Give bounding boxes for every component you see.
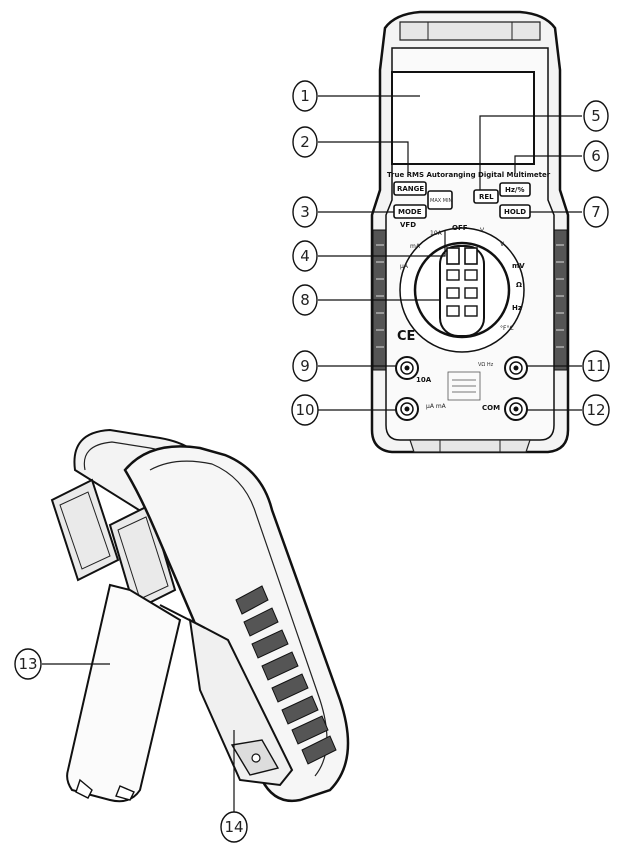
callout-10: 10 (291, 394, 319, 426)
svg-text:REL: REL (479, 193, 494, 201)
meter-bottom-bumper (409, 439, 531, 453)
vfd-label: VFD (400, 221, 416, 229)
jack-ua-ma[interactable] (395, 397, 419, 421)
dial-label-off: OFF (452, 224, 468, 232)
dial-label-ohm: Ω (516, 281, 522, 289)
jack-v-ohm[interactable] (504, 356, 528, 380)
jack-label-ua-ma: µA mA (426, 403, 447, 410)
svg-text:1: 1 (300, 87, 310, 105)
rotary-dial[interactable] (399, 227, 525, 353)
svg-text:7: 7 (591, 203, 601, 221)
meter-right-grip (552, 229, 568, 371)
battery-door (188, 618, 294, 787)
svg-text:9: 9 (300, 357, 310, 375)
callout-11: 11 (582, 350, 610, 382)
svg-text:4: 4 (300, 247, 310, 265)
hz-percent-button[interactable]: Hz/% (499, 182, 531, 197)
callout-5: 5 (583, 100, 609, 132)
svg-text:RANGE: RANGE (397, 185, 424, 193)
callout-8: 8 (292, 284, 318, 316)
side-grip-ribs (235, 585, 337, 765)
jack-label-10a: 10A (416, 376, 432, 384)
callout-leaders (42, 95, 582, 812)
warning-block (447, 371, 481, 401)
callout-9: 9 (292, 350, 318, 382)
meter-title: True RMS Autoranging Digital Multimeter (387, 171, 551, 179)
dial-label-v-dc: V (500, 241, 505, 248)
dial-label-ma: mA (410, 243, 421, 250)
meter-front: True RMS Autoranging Digital Multimeter … (370, 10, 570, 454)
dial-label-hz: Hz (512, 304, 522, 312)
meter-back (50, 428, 350, 803)
svg-text:14: 14 (224, 818, 243, 836)
svg-text:5: 5 (591, 107, 601, 125)
callout-12: 12 (582, 394, 610, 426)
left-clip (50, 478, 120, 582)
svg-text:Hz/%: Hz/% (505, 186, 525, 194)
svg-text:13: 13 (18, 655, 37, 673)
callout-4: 4 (292, 240, 318, 272)
dial-label-v-ac: V (480, 227, 485, 234)
svg-text:MAX MIN: MAX MIN (430, 198, 453, 204)
svg-text:6: 6 (591, 147, 601, 165)
callout-3: 3 (292, 196, 318, 228)
svg-text:HOLD: HOLD (504, 208, 526, 216)
ce-mark: CE (397, 329, 415, 344)
jack-label-v-ohm: VΩ Hz (478, 362, 494, 368)
svg-text:10: 10 (295, 401, 314, 419)
svg-text:2: 2 (300, 133, 310, 151)
hold-button[interactable]: HOLD (499, 204, 531, 219)
dial-label-mv: mV (512, 262, 525, 270)
rel-button[interactable]: REL (473, 189, 499, 204)
tilt-stand (66, 583, 182, 803)
dial-label-temp: °F°C (500, 325, 514, 332)
callout-14: 14 (220, 811, 248, 843)
dial-label-ua: µA (400, 263, 409, 270)
middle-clip (108, 503, 177, 612)
svg-text:11: 11 (586, 357, 605, 375)
jack-10a[interactable] (395, 356, 419, 380)
lcd-display (391, 71, 535, 165)
meter-top-bumper (399, 21, 541, 41)
svg-text:8: 8 (300, 291, 310, 309)
svg-text:MODE: MODE (398, 208, 422, 216)
callout-13: 13 (14, 648, 42, 680)
callout-2: 2 (292, 126, 318, 158)
max-min-button[interactable]: MAX MIN (427, 190, 453, 210)
range-button[interactable]: RANGE (393, 181, 427, 196)
jack-com[interactable] (504, 397, 528, 421)
dial-label-10a: 10A (430, 230, 443, 237)
svg-text:3: 3 (300, 203, 310, 221)
callout-6: 6 (583, 140, 609, 172)
jack-label-com: COM (482, 404, 500, 412)
mode-button[interactable]: MODE (393, 204, 427, 219)
callout-7: 7 (583, 196, 609, 228)
callout-1: 1 (292, 80, 318, 112)
svg-text:12: 12 (586, 401, 605, 419)
